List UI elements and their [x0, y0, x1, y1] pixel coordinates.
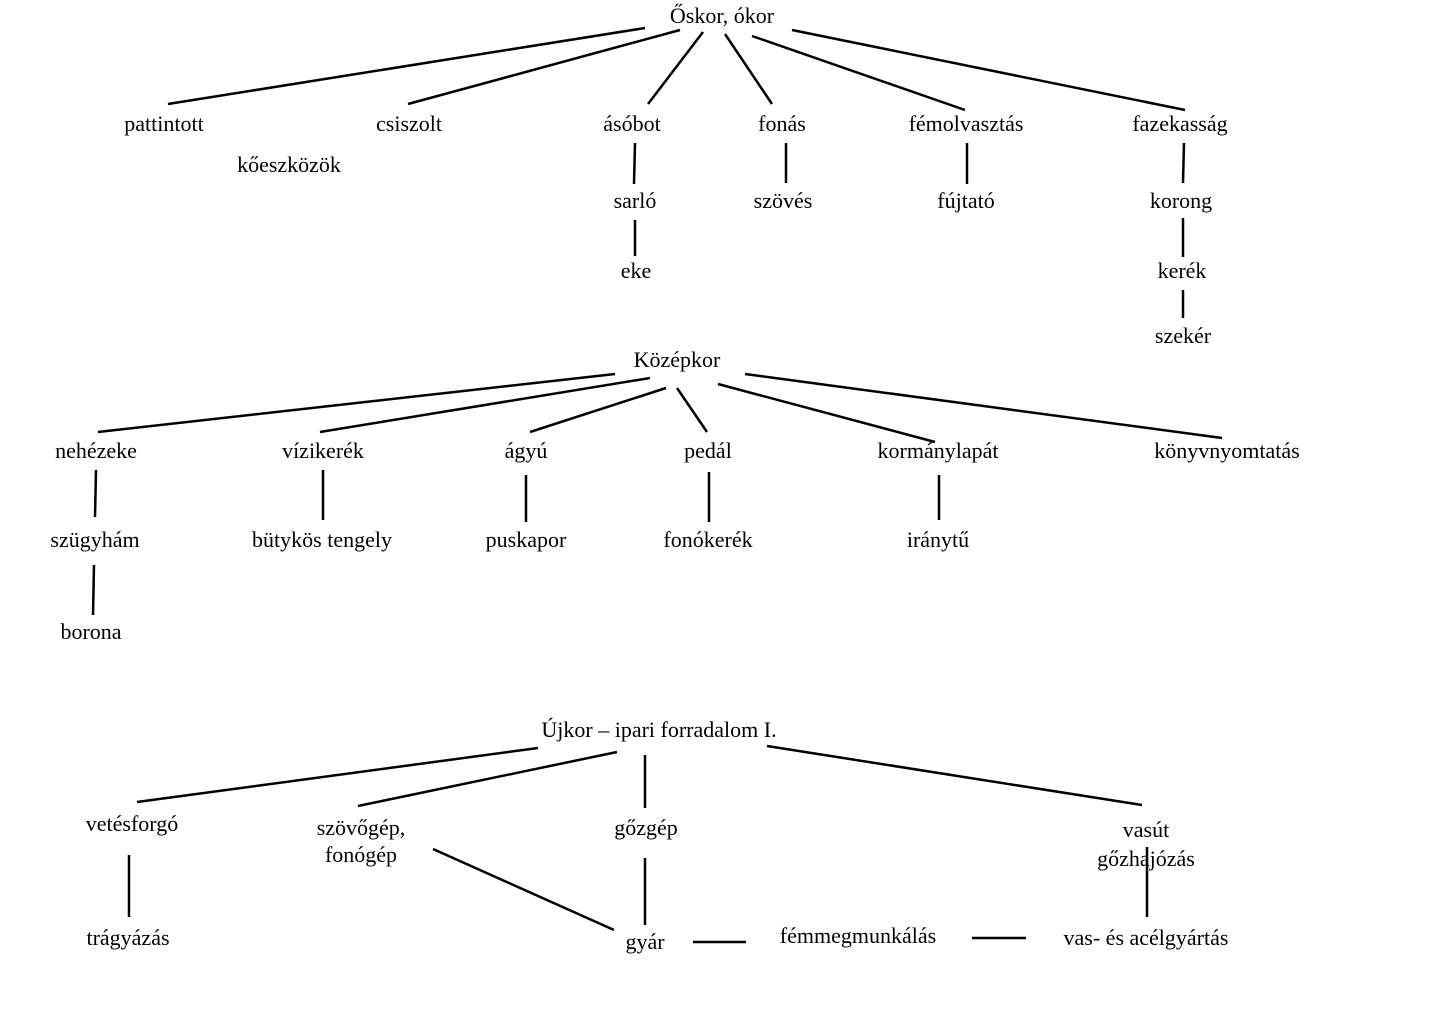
connector-modern-vasut [766, 744, 1143, 807]
connector-szovogep-gyar [432, 847, 615, 932]
node-pattintott: pattintott [124, 111, 203, 136]
connector-asobot-sarlo [632, 142, 637, 185]
node-gozhajozas: gőzhajózás [1097, 846, 1195, 871]
node-konyvnyomtatas: könyvnyomtatás [1154, 438, 1299, 463]
node-kerek: kerék [1158, 258, 1207, 283]
ancient-title: Őskor, ókor [670, 3, 775, 28]
node-pedal: pedál [684, 438, 732, 463]
medieval-title: Középkor [634, 347, 721, 372]
connector-modern-vetesforgo [136, 746, 539, 804]
node-gozgep: gőzgép [614, 815, 678, 840]
node-sarlo: sarló [614, 188, 657, 213]
node-nehezeke: nehézeke [55, 438, 137, 463]
node-csiszolt: csiszolt [376, 111, 442, 136]
node-korong: korong [1150, 188, 1212, 213]
node-vetesforgo: vetésforgó [86, 811, 178, 836]
connector-medieval-pedal [675, 387, 709, 433]
node-vasacel: vas- és acélgyártás [1064, 925, 1229, 950]
connector-medieval-konyvnyomtatas [744, 372, 1223, 440]
node-fonogep: fonógép [325, 842, 397, 867]
node-gyar: gyár [625, 929, 665, 954]
node-asobot: ásóbot [603, 111, 660, 136]
modern-section: Újkor – ipari forradalom I. vetésforgó t… [86, 717, 1229, 954]
node-vasut: vasút [1123, 817, 1169, 842]
modern-title: Újkor – ipari forradalom I. [541, 717, 776, 742]
ancient-section: Őskor, ókor pattintott csiszolt kőeszköz… [124, 3, 1227, 348]
connector-ancient-femolvasztas [751, 34, 966, 112]
connector-medieval-agyu [529, 386, 667, 434]
node-puskapor: puskapor [486, 527, 567, 552]
connector-szugyham-borona [91, 564, 96, 616]
node-agyu: ágyú [505, 438, 548, 463]
medieval-section: Középkor nehézeke szügyhám borona vízike… [50, 347, 1299, 644]
node-fujtato: fújtató [937, 188, 994, 213]
node-butykos: bütykös tengely [252, 527, 392, 552]
node-szovogep: szövőgép, [317, 815, 406, 840]
node-koeszkozok: kőeszközök [237, 152, 341, 177]
node-fonokerek: fonókerék [663, 527, 752, 552]
connector-ancient-fazekassag [791, 28, 1186, 112]
node-szugyham: szügyhám [50, 527, 139, 552]
node-vizikerek: vízikerék [282, 438, 364, 463]
connector-fazekassag-korong [1181, 142, 1186, 184]
connector-ancient-csiszolt [407, 28, 681, 106]
node-borona: borona [60, 619, 121, 644]
connector-medieval-kormanylapat [717, 382, 936, 444]
connector-ancient-asobot [647, 31, 704, 105]
node-eke: eke [621, 258, 652, 283]
connector-modern-szovogep [357, 750, 618, 808]
connector-ancient-fonas [723, 33, 774, 105]
node-femmegmunkalas: fémmegmunkálás [780, 923, 936, 948]
node-szoves: szövés [754, 188, 813, 213]
connector-medieval-nehezeke [97, 372, 616, 434]
connector-nehezeke-szugyham [93, 469, 98, 518]
node-kormanylapat: kormánylapát [878, 438, 999, 463]
node-iranytu: iránytű [907, 527, 969, 552]
node-femolvasztas: fémolvasztás [909, 111, 1024, 136]
node-fonas: fonás [758, 111, 806, 136]
connector-medieval-vizikerek [319, 376, 651, 434]
connector-ancient-pattintott [167, 26, 646, 106]
node-szeker: szekér [1155, 323, 1212, 348]
node-tragyazas: trágyázás [86, 925, 169, 950]
node-fazekassag: fazekasság [1132, 111, 1227, 136]
